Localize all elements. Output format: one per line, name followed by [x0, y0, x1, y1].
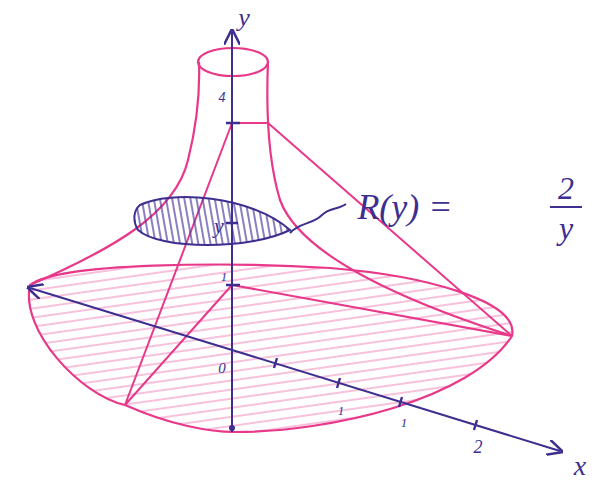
tick-number: 4: [219, 91, 226, 105]
tick-number: 0: [218, 361, 226, 376]
formula-label: y: [559, 212, 573, 244]
fraction-bar: [550, 206, 582, 208]
horn-right-profile: [267, 62, 512, 336]
axis-label: x: [574, 452, 586, 480]
axis-label: y: [238, 5, 250, 31]
formula-label: 2: [558, 172, 574, 204]
formula-label: R(y) =: [357, 189, 452, 225]
base-disk: [29, 265, 513, 432]
axis-label: y: [214, 215, 224, 237]
tick-number: 1: [338, 404, 345, 417]
x-axis: [232, 350, 560, 451]
tick-number: 1: [401, 416, 408, 429]
inner-cone: [125, 123, 512, 405]
origin-dot: [229, 425, 235, 431]
cross-section: [134, 197, 290, 245]
leader-line: [290, 204, 346, 233]
tick-number: 1: [221, 270, 228, 283]
z-axis: [30, 288, 232, 350]
axis-ticks: [226, 123, 477, 430]
y-axis: [231, 32, 233, 432]
tick-number: 2: [474, 438, 483, 456]
horn-left-profile: [30, 62, 199, 285]
